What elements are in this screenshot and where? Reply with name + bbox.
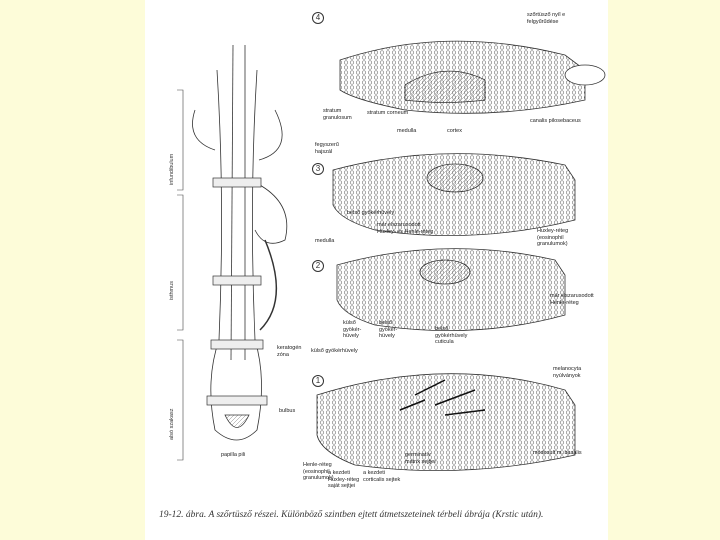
label-melanocyta: melanocyta nyúlványok [553,366,582,379]
label-canalis: canalis pilosebaceus [530,118,581,124]
hair-follicle-figure [177,40,606,471]
label-cortex-cells: a kezdeti corticalis sejtek [363,470,401,483]
label-germinative: germinatív mátrix sejtjei [405,452,436,465]
label-inner-root: belső gyökér- hüvely [379,320,398,339]
label-outer-root: külső gyökér- hüvely [343,320,362,339]
label-basal: módosult m. basalis [533,450,582,456]
section-2 [336,248,566,332]
section-4 [339,40,606,114]
stage-number: 3 [312,163,324,175]
label-bulbus: bulbus [279,408,296,414]
zone-label-lower: alsó szakasz [169,408,175,441]
label-huxley: Huxley-réteg (eosinophil granulumok) [537,228,569,247]
stage-number: 1 [312,375,324,387]
label-keratinized: már elszarusodott Huxley- és Henle-réteg [377,222,434,235]
label-inner-sheath: belső gyökérhüvely [347,210,395,216]
label-keratogen: keratogén zóna [277,345,302,358]
label-henle-keratin: már elszarusodott Henle-réteg [550,293,594,306]
figure-caption: 19-12. ábra. A szőrtüsző részei. Különbö… [159,510,544,520]
stage-number: 2 [312,260,324,272]
stage-number: 4 [312,12,324,24]
label-medulla-mid: medulla [315,238,335,244]
zone-label-infundibulum: infundibulum [169,153,175,185]
label-henle-layer: Henle-réteg (eosinophil granulumok) [303,462,334,481]
label-stratum-granulosum: stratum granulosum [323,108,352,121]
section-1 [316,373,576,471]
label-huxley-own: a kezdeti Huxley-réteg saját sejtjei [328,470,360,489]
label-opening: szőrtüsző nyíl e felgyűrűdése [527,12,566,25]
zone-brackets [177,89,184,461]
label-medulla-top: medulla [397,128,417,134]
label-stratum-corneum: stratum corneum [367,110,409,116]
label-hair: fegyszerű hajszál [315,142,339,155]
label-papilla: papilla pili [221,452,246,458]
zone-label-isthmus: isthmus [169,281,175,300]
label-inner-cuticle: belső gyökérhüvely cuticula [435,326,468,345]
book-page: 4 3 2 1 infundibulum isthmus alsó szakas… [145,0,608,540]
label-cortex: cortex [447,128,462,134]
section-markers [206,177,268,406]
label-outer-root-sheath: külső gyökérhüvely [311,348,358,354]
follicle-longitudinal [192,44,288,441]
section-3 [332,153,576,236]
